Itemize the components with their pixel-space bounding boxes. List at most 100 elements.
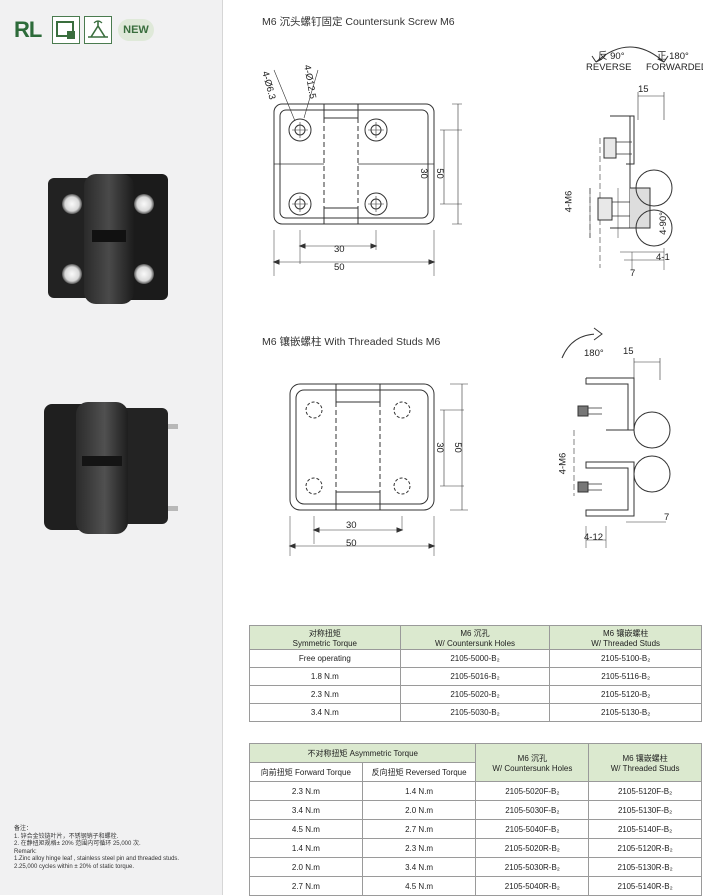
mounting-icon [52, 16, 80, 44]
remarks-heading-cn: 备注： [14, 826, 33, 832]
table-cell: 2.7 N.m [249, 876, 363, 896]
side1-dim-m6: 4-M6 [563, 190, 575, 213]
header-forward-torque: 向前扭矩 Forward Torque [249, 762, 363, 782]
hinge-photo-countersunk [44, 170, 174, 315]
front-view-drawing-1 [262, 58, 462, 283]
remark-en-2: 2.25,000 cycles within ± 20% of static t… [14, 863, 135, 870]
table-cell: 2.7 N.m [361, 819, 477, 839]
table-cell: 2105-5020R-B₂ [475, 838, 590, 858]
side1-forward-label: FORWARDED [646, 62, 703, 73]
side2-dim-7: 7 [664, 512, 670, 523]
remark-cn-2: 2. 在静扭矩规格± 20% 范围内可循环 25,000 次. [14, 841, 141, 848]
table-cell: 2105-5130R-B₂ [588, 857, 702, 877]
side1-dim-4-1: 4-1 [656, 252, 670, 263]
torque-icon [84, 16, 112, 44]
remark-en-1: 1.Zinc alloy hinge leaf , stainless stee… [14, 856, 180, 863]
table-cell: 2105-5120F-B₂ [588, 781, 702, 801]
table-cell: Free operating [249, 649, 401, 668]
table-cell: 3.4 N.m [249, 703, 401, 722]
table-cell: 4.5 N.m [361, 876, 477, 896]
rl-logo: RL [14, 17, 42, 42]
table-cell: 1.4 N.m [361, 781, 477, 801]
header-asymmetric-torque: 不对称扭矩 Asymmetric Torque [248, 743, 477, 763]
front-view-drawing-2 [280, 380, 470, 565]
dim2-width-30: 30 [346, 520, 357, 531]
side1-reverse-label: REVERSE [586, 62, 632, 73]
table-cell: 2105-5030F-B₂ [475, 800, 590, 820]
dim-width-50: 50 [334, 262, 345, 273]
remark-cn-1: 1. 锌合金铰链叶片，不锈钢销子和螺栓. [14, 833, 119, 840]
table-cell: 2105-5040R-B₂ [475, 876, 590, 896]
table-cell: 2105-5020F-B₂ [475, 781, 590, 801]
table-cell: 2105-5116-B₂ [549, 667, 702, 686]
dim-height-50: 50 [433, 168, 445, 179]
side1-dim-angle: 4-90° [657, 212, 669, 235]
table-cell: 2105-5140R-B₂ [588, 876, 702, 896]
section1-title: M6 沉头螺钉固定 Countersunk Screw M6 [262, 16, 455, 28]
table-cell: 2105-5020-B₂ [399, 685, 551, 704]
side-view-drawing-1 [560, 38, 700, 293]
table-cell: 2105-5130F-B₂ [588, 800, 702, 820]
table-cell: 2105-5120R-B₂ [588, 838, 702, 858]
table-cell: 2105-5000-B₂ [399, 649, 551, 668]
table-cell: 2105-5030R-B₂ [475, 857, 590, 877]
side2-rotation: 180° [584, 348, 604, 359]
section2-title: M6 镶嵌螺柱 With Threaded Studs M6 [262, 336, 441, 348]
table-cell: 2105-5100-B₂ [549, 649, 702, 668]
side1-reverse-angle: 反 90° [598, 51, 625, 62]
header-reversed-torque: 反向扭矩 Reversed Torque [361, 762, 477, 782]
table-cell: 2.0 N.m [361, 800, 477, 820]
side1-forward-angle: 正 180° [657, 51, 689, 62]
dim2-height-50: 50 [451, 442, 463, 453]
dim-height-30: 30 [417, 168, 429, 179]
table-subheader-row: 向前扭矩 Forward Torque 反向扭矩 Reversed Torque [249, 762, 702, 782]
table-cell: 3.4 N.m [361, 857, 477, 877]
side1-dim-15: 15 [638, 84, 649, 95]
side2-dim-m6: 4-M6 [557, 452, 569, 475]
hinge-photo-threaded-studs [40, 398, 180, 543]
side-view-drawing-2 [556, 326, 696, 556]
table-cell: 3.4 N.m [249, 800, 363, 820]
table-cell: 2105-5130-B₂ [549, 703, 702, 722]
sidebar-divider [222, 0, 223, 895]
table-cell: 2.3 N.m [361, 838, 477, 858]
table-cell: 4.5 N.m [249, 819, 363, 839]
table-cell: 1.4 N.m [249, 838, 363, 858]
table-cell: 2.3 N.m [249, 781, 363, 801]
new-badge: NEW [118, 19, 154, 41]
table-cell: 2.0 N.m [249, 857, 363, 877]
remarks-heading-en: Remark: [14, 848, 37, 855]
dim-width-30: 30 [334, 244, 345, 255]
dim2-width-50: 50 [346, 538, 357, 549]
side1-dim-7: 7 [630, 268, 636, 279]
table-cell: 1.8 N.m [249, 667, 401, 686]
side2-dim-15: 15 [623, 346, 634, 357]
table-cell: 2105-5016-B₂ [399, 667, 551, 686]
dim2-height-30: 30 [433, 442, 445, 453]
side2-dim-4-12: 4-12 [584, 532, 604, 543]
table-cell: 2105-5030-B₂ [399, 703, 551, 722]
table-cell: 2105-5140F-B₂ [588, 819, 702, 839]
table-cell: 2.3 N.m [249, 685, 401, 704]
table-cell: 2105-5120-B₂ [549, 685, 702, 704]
remarks-block: 备注： 1. 锌合金铰链叶片，不锈钢销子和螺栓. 2. 在静扭矩规格± 20% … [14, 826, 214, 872]
table-cell: 2105-5040F-B₂ [475, 819, 590, 839]
